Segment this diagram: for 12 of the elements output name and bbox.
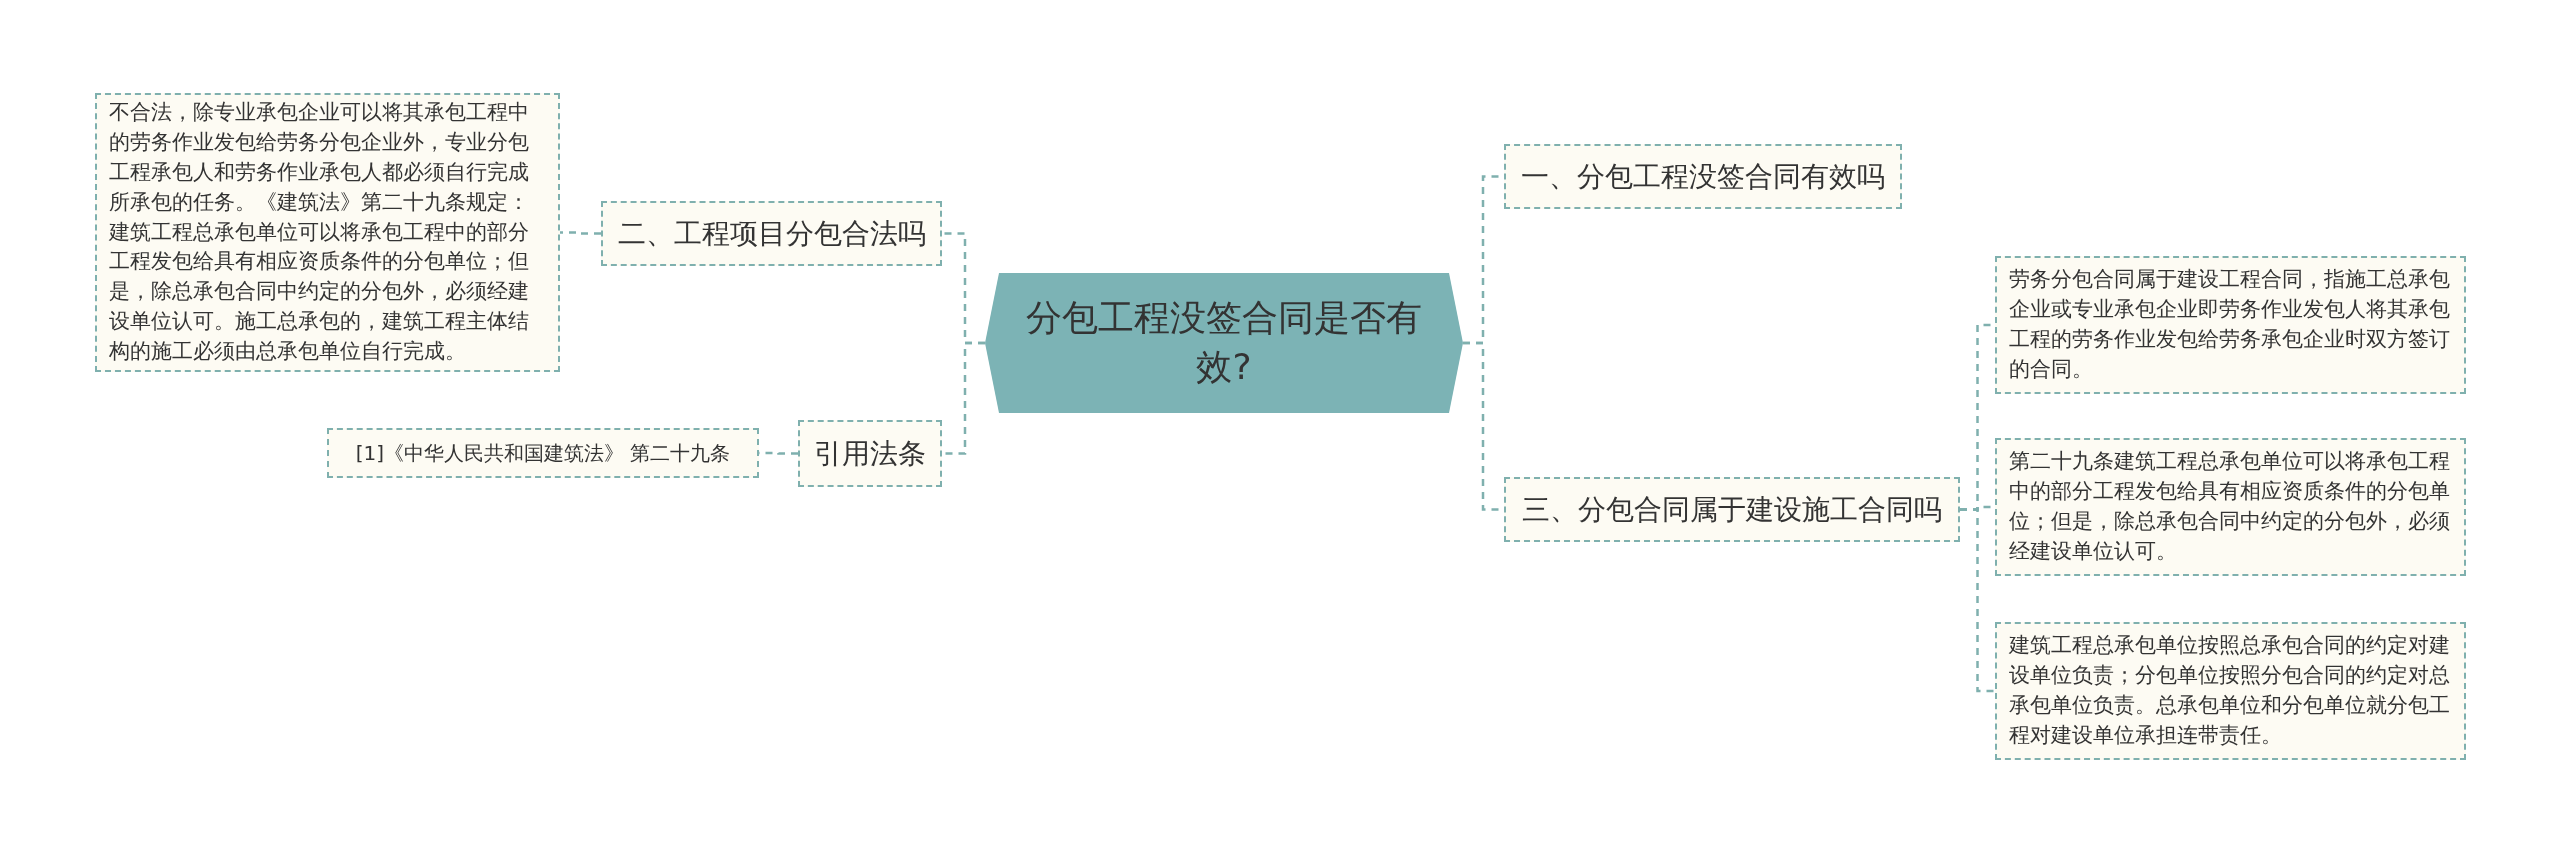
citation-box: [1]《中华人民共和国建筑法》 第二十九条	[327, 428, 759, 478]
topic-box: 二、工程项目分包合法吗	[601, 201, 942, 266]
topic-box: 三、分包合同属于建设施工合同吗	[1504, 477, 1960, 542]
connector-line	[560, 231, 601, 235]
note-box: 劳务分包合同属于建设工程合同，指施工总承包企业或专业承包企业即劳务作业发包人将其承包工程的劳务作业发包给劳务承包企业时双方签订的合同。	[1995, 256, 2466, 394]
note-box: 不合法，除专业承包企业可以将其承包工程中的劳务作业发包给劳务分包企业外，专业分包工程承包人和劳务作业承包人都必须自行完成所承包的任务。《建筑法》第二十九条规定：建筑工程总承包单位可以将承包工程中的部分工程发包给具有相应资质条件的分包单位；但是，除总承包合同中约定的分包外，必须经建设单位认可。施工总承包的，建筑工程主体结构的施工必须由总承包单位自行完成。	[95, 93, 560, 372]
topic-box: 一、分包工程没签合同有效吗	[1504, 144, 1902, 209]
topic-hexagon: 分包工程没签合同是否有效?	[985, 273, 1463, 413]
topic-box: 引用法条	[798, 420, 942, 487]
note-box: 建筑工程总承包单位按照总承包合同的约定对建设单位负责；分包单位按照分包合同的约定对总承包单位负责。总承包单位和分包单位就分包工程对建设单位承担连带责任。	[1995, 622, 2466, 760]
note-box: 第二十九条建筑工程总承包单位可以将承包工程中的部分工程发包给具有相应资质条件的分包单位；但是，除总承包合同中约定的分包外，必须经建设单位认可。	[1995, 438, 2466, 576]
connector-line	[1960, 508, 1995, 693]
